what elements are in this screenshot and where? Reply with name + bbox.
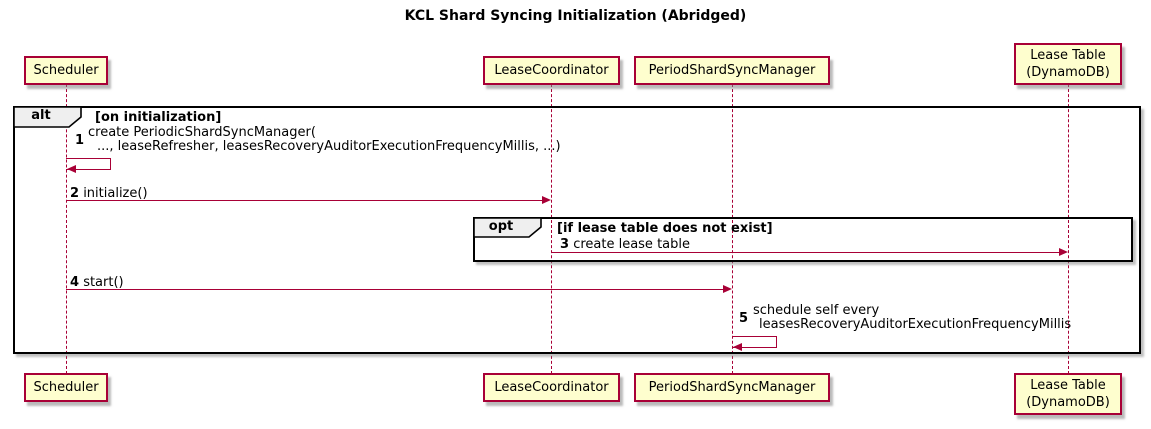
alt-frame: alt	[13, 106, 1141, 354]
opt-frame-keyword: opt	[488, 219, 514, 234]
message-5-text-line2: leasesRecoveryAuditorExecutionFrequencyM…	[759, 317, 1072, 332]
message-5-arrowhead-icon	[733, 343, 742, 351]
message-4-number: 4	[70, 275, 80, 290]
participant-label-line2: (DynamoDB)	[1026, 395, 1110, 410]
message-2-label: 2 initialize()	[70, 187, 148, 201]
participant-lease-table-bottom: Lease Table (DynamoDB)	[1014, 373, 1122, 415]
message-2-arrowhead-icon	[542, 196, 551, 204]
participant-scheduler-bottom: Scheduler	[24, 373, 108, 402]
participant-label-line1: Lease Table	[1030, 378, 1106, 393]
lifeline-lease-table	[1068, 84, 1069, 374]
participant-label: PeriodShardSyncManager	[648, 380, 816, 395]
message-1-self-arrow	[66, 158, 111, 170]
participant-scheduler-top: Scheduler	[24, 56, 108, 85]
participant-period-shard-sync-manager-bottom: PeriodShardSyncManager	[634, 373, 830, 402]
opt-frame-label-pentagon: opt	[473, 217, 543, 238]
participant-lease-coordinator-bottom: LeaseCoordinator	[483, 373, 620, 402]
participant-lease-coordinator-top: LeaseCoordinator	[483, 56, 620, 85]
participant-label: Scheduler	[33, 63, 99, 78]
message-3-text: create lease table	[573, 237, 690, 252]
participant-period-shard-sync-manager-top: PeriodShardSyncManager	[634, 56, 830, 85]
alt-frame-keyword: alt	[31, 108, 51, 123]
message-5-self-arrow	[732, 336, 777, 348]
message-3-arrow-line	[551, 252, 1059, 253]
pentagon-shape-icon	[13, 106, 82, 128]
message-4-label: 4 start()	[70, 276, 124, 290]
message-2-text: initialize()	[83, 186, 148, 201]
participant-lease-table-top: Lease Table (DynamoDB)	[1014, 43, 1122, 85]
alt-frame-condition: [on initialization]	[95, 110, 222, 125]
lifeline-period-shard-sync-manager	[732, 84, 733, 374]
message-1-number: 1	[75, 133, 85, 148]
message-1-text-line1: create PeriodicShardSyncManager(	[88, 125, 316, 140]
participant-label: LeaseCoordinator	[494, 380, 609, 395]
participant-label: LeaseCoordinator	[494, 63, 609, 78]
participant-label-line2: (DynamoDB)	[1026, 65, 1110, 80]
message-1-arrowhead-icon	[67, 165, 76, 173]
message-2-number: 2	[70, 186, 80, 201]
message-4-text: start()	[83, 275, 124, 290]
message-2-arrow-line	[66, 200, 543, 201]
message-5-number: 5	[739, 311, 749, 326]
message-5-text-line1: schedule self every	[753, 303, 880, 318]
opt-frame: opt	[473, 217, 1133, 262]
message-3-label: 3 create lease table	[560, 238, 690, 252]
opt-frame-condition: [if lease table does not exist]	[557, 221, 773, 236]
participant-label: PeriodShardSyncManager	[648, 63, 816, 78]
message-3-arrowhead-icon	[1059, 248, 1068, 256]
message-4-arrow-line	[66, 289, 723, 290]
page-title: KCL Shard Syncing Initialization (Abridg…	[404, 8, 747, 24]
participant-label-line1: Lease Table	[1030, 48, 1106, 63]
alt-frame-label-pentagon: alt	[13, 106, 83, 128]
message-3-number: 3	[560, 237, 570, 252]
lifeline-lease-coordinator	[551, 84, 552, 374]
lifeline-scheduler	[66, 84, 67, 374]
participant-label: Scheduler	[33, 380, 99, 395]
pentagon-shape-icon	[473, 217, 542, 238]
message-1-text-line2: ..., leaseRefresher, leasesRecoveryAudit…	[97, 139, 561, 154]
message-4-arrowhead-icon	[723, 285, 732, 293]
